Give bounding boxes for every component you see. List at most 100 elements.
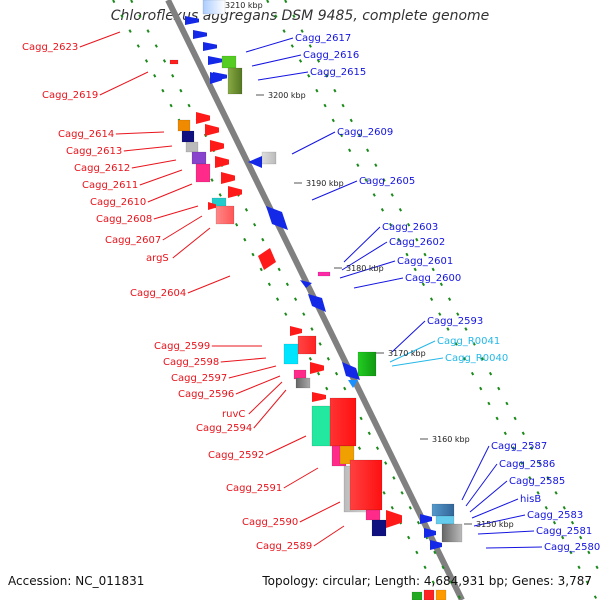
leader-line	[339, 260, 396, 279]
gene-label-cagg-2615: Cagg_2615	[310, 67, 366, 78]
gene-label-cagg-2617: Cagg_2617	[295, 33, 351, 44]
gene-label-hisb: hisB	[520, 494, 541, 505]
tick-label: 3180 kbp	[346, 264, 384, 273]
leader-line	[341, 241, 388, 271]
track-left-inner	[130, 0, 462, 600]
leader-line	[471, 498, 519, 519]
leader-line	[147, 183, 193, 203]
gene-arrow-red	[258, 248, 276, 270]
gene-block-red	[349, 459, 383, 511]
gene-arrow-red	[205, 124, 219, 136]
gene-arrow-blue	[208, 56, 222, 65]
leader-line	[465, 463, 498, 507]
gene-block-gray	[441, 523, 463, 543]
gene-block-pink	[195, 163, 211, 183]
leader-line	[473, 514, 526, 527]
accession-text: Accession: NC_011831	[8, 574, 145, 588]
tick-label: 3200 kbp	[268, 91, 306, 100]
leader-line	[220, 357, 267, 363]
gene-label-cagg-2613: Cagg_2613	[66, 146, 122, 157]
gene-block-green	[221, 55, 237, 69]
gene-label-cagg-2607: Cagg_2607	[105, 235, 161, 246]
tick-label: 3210 kbp	[225, 1, 263, 10]
gene-arrow-lightblue	[348, 380, 358, 388]
gene-block-pink	[365, 509, 381, 521]
gene-arrow	[210, 72, 222, 84]
gene-block-red	[329, 397, 357, 447]
gene-label-cagg-2586: Cagg_2586	[499, 459, 555, 470]
gene-label-cagg-2609: Cagg_2609	[337, 127, 393, 138]
leader-line	[313, 525, 345, 547]
leader-line	[291, 131, 336, 155]
gene-block-lightblue	[202, 0, 226, 15]
gene-small-magenta	[317, 271, 331, 277]
gene-arrow	[312, 392, 326, 402]
leader-line	[477, 530, 535, 535]
gene-arrow-red	[210, 140, 224, 152]
track-right-inner	[266, 0, 598, 600]
leader-line	[343, 226, 381, 263]
gene-label-cagg-2590: Cagg_2590	[242, 517, 298, 528]
leader-line	[485, 546, 543, 549]
leader-line	[131, 159, 177, 169]
gene-label-cagg-2623: Cagg_2623	[22, 42, 78, 53]
gene-arrow-blue	[185, 16, 199, 25]
gene-arrow-red	[228, 186, 242, 198]
gene-label-cagg-2592: Cagg_2592	[208, 450, 264, 461]
gene-block-purple	[191, 151, 207, 165]
gene-block-gray	[261, 151, 277, 165]
leader-line	[139, 169, 183, 186]
gene-block-gray	[295, 377, 311, 389]
leader-line	[257, 71, 309, 81]
gene-block-orange	[435, 589, 447, 600]
leader-line	[253, 389, 287, 429]
gene-block-silver	[185, 141, 199, 153]
gene-label-cagg-2583: Cagg_2583	[527, 510, 583, 521]
gene-arrow	[386, 510, 402, 528]
track-left-outer	[112, 0, 444, 600]
gene-label-cagg-2598: Cagg_2598	[163, 357, 219, 368]
leader-line	[123, 145, 173, 152]
gene-block-navy	[181, 130, 195, 143]
gene-label-cagg-2603: Cagg_2603	[382, 222, 438, 233]
track-right-outer	[284, 0, 600, 575]
gene-block-green	[357, 351, 377, 377]
gene-label-cagg-2591: Cagg_2591	[226, 483, 282, 494]
gene-label-cagg-2596: Cagg_2596	[178, 389, 234, 400]
gene-arrow-red	[215, 156, 229, 168]
gene-arrow-blue	[193, 30, 207, 39]
gene-arrow-blue	[308, 294, 326, 312]
gene-small-red	[169, 59, 179, 65]
gene-block-orange	[339, 445, 355, 465]
gene-arrow-blue	[420, 514, 432, 524]
gene-arrow-blue	[203, 42, 217, 51]
leader-line	[162, 215, 203, 241]
leader-line	[79, 31, 121, 48]
leader-line	[248, 381, 283, 415]
leader-line	[391, 357, 444, 367]
leader-line	[251, 54, 302, 67]
gene-block-olive	[227, 67, 243, 95]
gene-label-cagg-2601: Cagg_2601	[397, 256, 453, 267]
gene-label-cagg-r0041: Cagg_R0041	[437, 336, 500, 347]
leader-line	[99, 71, 149, 96]
leader-line	[153, 205, 199, 220]
gene-label-cagg-2600: Cagg_2600	[405, 273, 461, 284]
leader-line	[389, 340, 436, 363]
gene-arrow-red	[196, 112, 210, 124]
gene-label-cagg-2604: Cagg_2604	[130, 288, 186, 299]
gene-block-cyan	[283, 343, 299, 365]
tick-label: 3160 kbp	[432, 435, 470, 444]
leader-line	[172, 227, 211, 259]
gene-block-green	[411, 591, 423, 600]
gene-block-red	[297, 335, 317, 355]
gene-label-cagg-2597: Cagg_2597	[171, 373, 227, 384]
gene-block-navy	[371, 519, 387, 537]
tick-label: 3150 kbp	[476, 520, 514, 529]
leader-line	[353, 277, 404, 289]
leader-line	[283, 467, 319, 489]
gene-arrow-blue	[424, 528, 436, 538]
gene-label-cagg-2589: Cagg_2589	[256, 541, 312, 552]
topology-summary: Topology: circular; Length: 4,684,931 bp…	[262, 574, 592, 588]
